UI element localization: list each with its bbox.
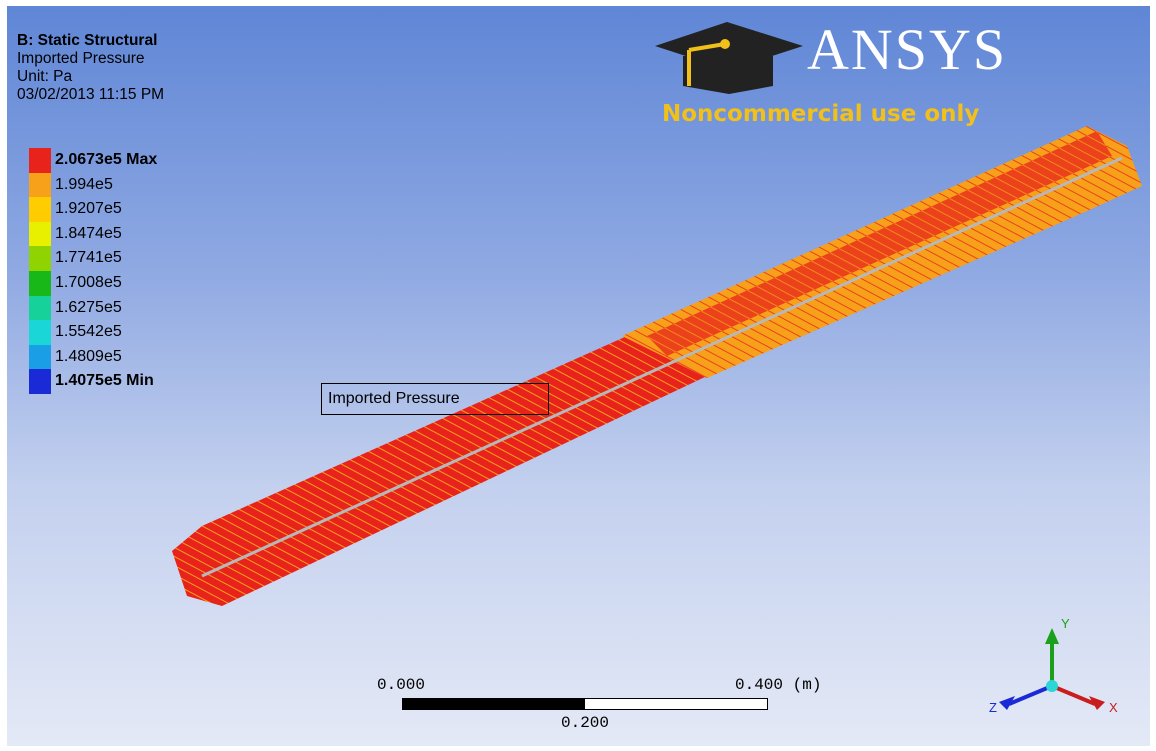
legend-label: 1.9207e5: [55, 200, 122, 218]
triad-z-label: Z: [989, 700, 997, 715]
legend-label: 1.7741e5: [55, 249, 122, 267]
ansys-logo-text: ANSYS: [807, 17, 1008, 82]
ansys-logo: [655, 22, 803, 94]
legend-label: 1.7008e5: [55, 273, 122, 291]
legend-swatch: [29, 221, 51, 247]
analysis-info: B: Static Structural Imported Pressure U…: [17, 32, 164, 104]
legend-label: 1.994e5: [55, 175, 113, 193]
legend-label: 1.8474e5: [55, 224, 122, 242]
pressure-model[interactable]: [7, 6, 1150, 746]
noncommercial-watermark: Noncommercial use only: [662, 101, 980, 127]
legend-label: 1.5542e5: [55, 323, 122, 341]
analysis-title: B: Static Structural: [17, 32, 158, 49]
probe-label-text: Imported Pressure: [328, 390, 460, 407]
scale-bar: 0.000 0.400 (m) 0.200: [377, 674, 837, 734]
result-unit: Unit: Pa: [17, 68, 73, 85]
legend-swatch: [29, 197, 51, 222]
scale-start-label: 0.000: [377, 676, 426, 694]
triad-x-label: X: [1109, 700, 1118, 715]
legend-label: 1.4075e5 Min: [55, 372, 154, 390]
model-centerline: [201, 156, 1123, 578]
graphics-viewport[interactable]: B: Static Structural Imported Pressure U…: [7, 6, 1150, 746]
legend-swatch: [29, 344, 51, 370]
scale-mid-label: 0.200: [561, 714, 610, 732]
graduation-cap-icon: [655, 22, 803, 94]
model-upper-red-band: [647, 131, 1112, 356]
scale-bar-dark: [402, 698, 584, 710]
scale-bar-light: [584, 698, 768, 710]
model-lower-segment[interactable]: [172, 336, 707, 606]
legend-swatch: [29, 246, 51, 271]
legend-label: 1.4809e5: [55, 347, 122, 365]
legend-label: 2.0673e5 Max: [55, 151, 158, 168]
probe-label[interactable]: Imported Pressure: [321, 383, 549, 415]
result-name: Imported Pressure: [17, 50, 145, 67]
result-timestamp: 03/02/2013 11:15 PM: [17, 86, 165, 103]
legend-swatch: [29, 320, 51, 345]
legend-label: 1.6275e5: [55, 298, 122, 316]
triad-y-label: Y: [1061, 616, 1070, 631]
axis-triad[interactable]: Y X Z: [977, 606, 1127, 716]
scale-end-label: 0.400 (m): [735, 676, 822, 694]
triad-icon: [999, 628, 1105, 710]
legend-swatch: [29, 148, 51, 173]
legend-swatch: [29, 270, 51, 296]
legend-swatch: [29, 172, 51, 198]
legend-swatch: [29, 295, 51, 321]
legend-swatch: [29, 369, 51, 394]
